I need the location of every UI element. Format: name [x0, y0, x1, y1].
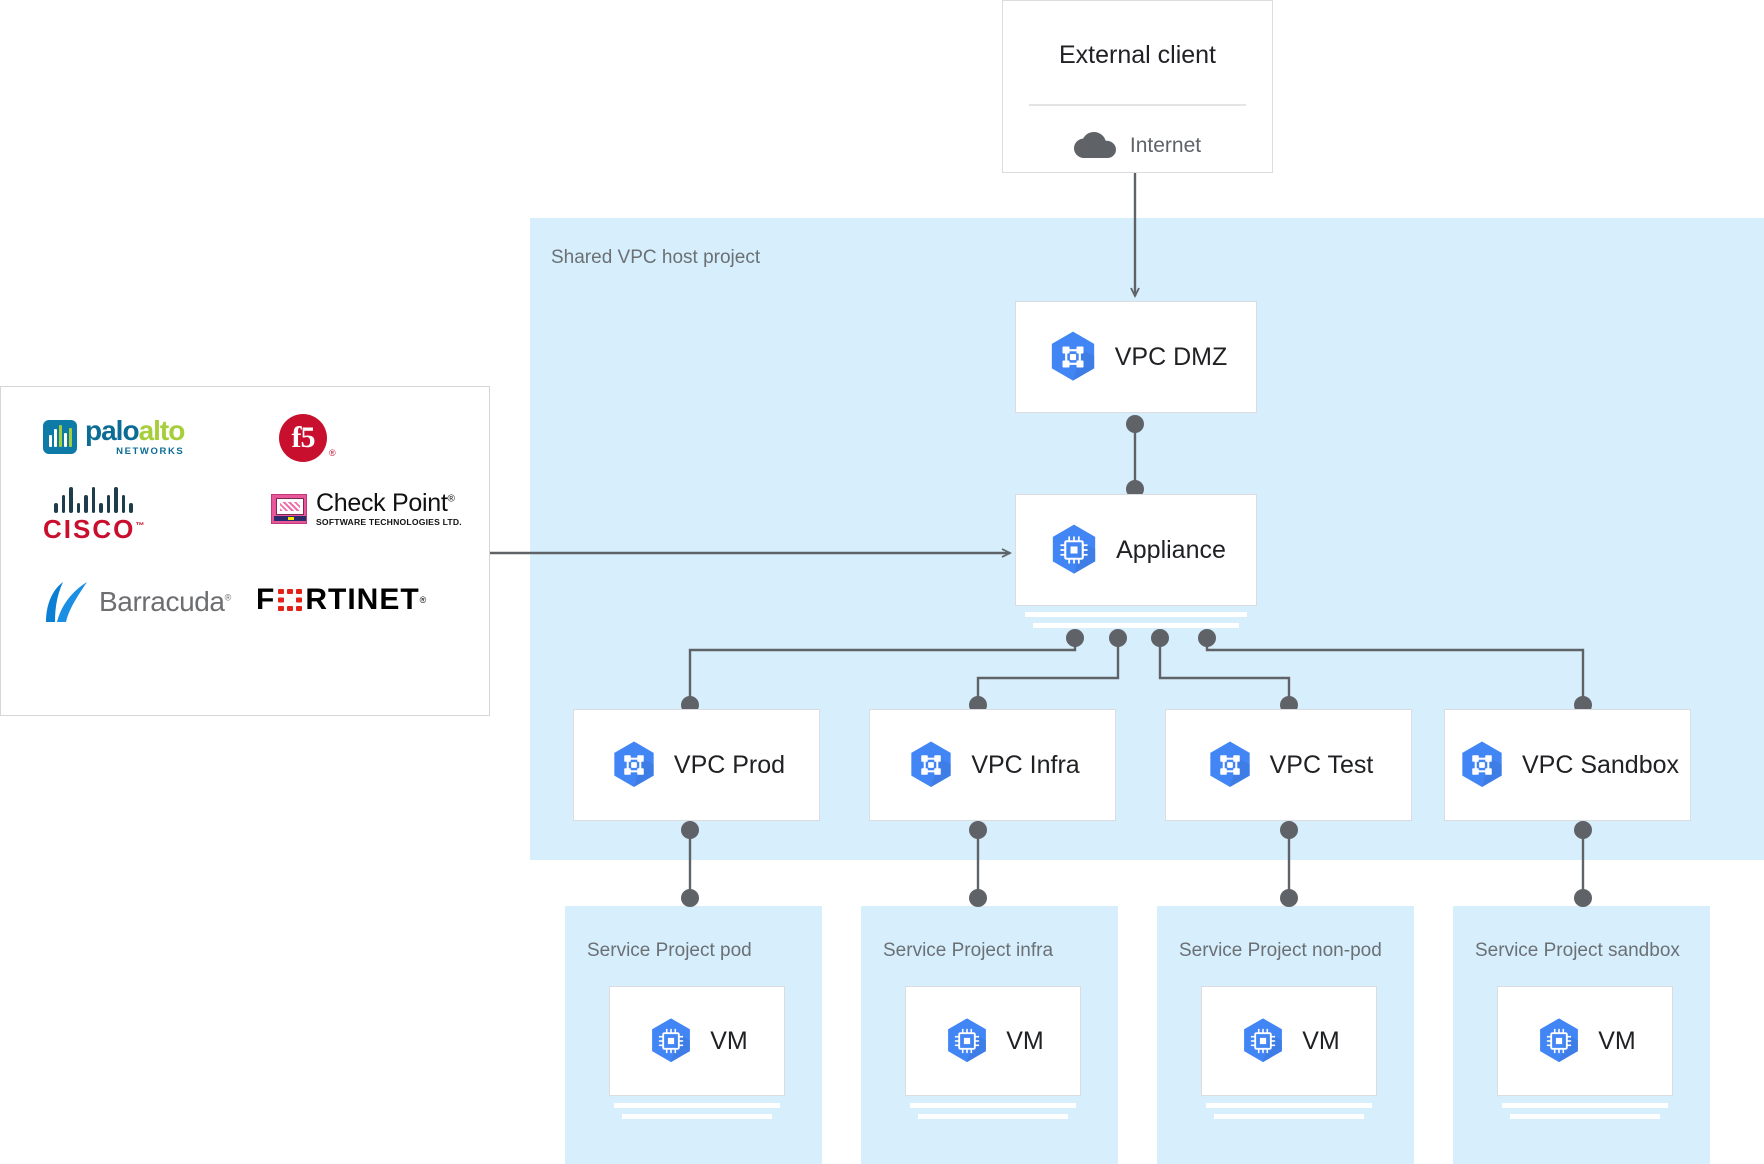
- vm-chip-icon: [1534, 1016, 1584, 1066]
- checkpoint-name: Check Point: [316, 489, 448, 517]
- appliance-node[interactable]: Appliance: [1015, 494, 1257, 606]
- vpc-infra-label: VPC Infra: [971, 750, 1080, 779]
- vendor-logo-cisco: CISCO™: [43, 487, 144, 542]
- vendor-logo-fortinet: F RTINET ®: [256, 585, 426, 615]
- fortinet-registered-mark: ®: [419, 595, 427, 605]
- stack-line: [1025, 612, 1247, 617]
- stack-line: [910, 1103, 1076, 1108]
- cloud-icon: [1073, 132, 1116, 159]
- barracuda-name: Barracuda: [99, 586, 225, 617]
- vpc-dmz-node[interactable]: VPC DMZ: [1015, 301, 1257, 413]
- service-project-label: Service Project infra: [883, 940, 1054, 961]
- fortinet-o-icon: [277, 588, 303, 612]
- cisco-name: CISCO: [43, 514, 136, 544]
- vpc-network-icon: [1204, 739, 1256, 791]
- vpc-sandbox-node[interactable]: VPC Sandbox: [1444, 709, 1691, 821]
- paloalto-mark-icon: [43, 419, 77, 454]
- stack-line: [1206, 1103, 1372, 1108]
- vendor-logo-paloalto: paloalto NETWORKS: [43, 415, 186, 457]
- vm-chip-icon: [646, 1016, 696, 1066]
- vendor-appliance-panel: paloalto NETWORKS f5 ® CISCO™: [0, 386, 490, 716]
- vendor-logo-barracuda: Barracuda®: [43, 581, 231, 623]
- stack-line: [1033, 623, 1239, 628]
- shared-vpc-label: Shared VPC host project: [551, 247, 761, 268]
- vpc-network-icon: [1045, 329, 1101, 385]
- stack-line: [918, 1114, 1068, 1119]
- divider: [1029, 104, 1246, 106]
- service-project-label: Service Project sandbox: [1475, 940, 1680, 961]
- vendor-logo-checkpoint: Check Point® SOFTWARE TECHNOLOGIES LTD.: [271, 491, 462, 527]
- vpc-prod-label: VPC Prod: [673, 750, 786, 779]
- vm-label: VM: [1598, 1026, 1636, 1055]
- barracuda-fin-icon: [43, 581, 89, 623]
- vpc-network-icon: [1456, 739, 1508, 791]
- vm-node-sandbox[interactable]: VM: [1497, 986, 1673, 1096]
- stack-line: [1510, 1114, 1660, 1119]
- service-project-label: Service Project pod: [587, 940, 752, 961]
- fortinet-name-pre: F: [256, 583, 276, 616]
- internet-label: Internet: [1129, 133, 1202, 157]
- service-project-label: Service Project non-pod: [1179, 940, 1382, 961]
- vm-node-infra[interactable]: VM: [905, 986, 1081, 1096]
- vpc-sandbox-label: VPC Sandbox: [1521, 750, 1680, 779]
- vendor-logo-f5: f5 ®: [279, 414, 336, 462]
- external-client-title: External client: [1058, 41, 1217, 69]
- checkpoint-computer-icon: [271, 493, 307, 524]
- stack-line: [1214, 1114, 1364, 1119]
- fortinet-name-post: RTINET: [305, 583, 420, 616]
- paloalto-name-part1: palo: [85, 415, 140, 446]
- vm-chip-icon: [1238, 1016, 1288, 1066]
- checkpoint-registered-mark: ®: [447, 493, 455, 505]
- vm-label: VM: [1302, 1026, 1340, 1055]
- external-client-card: External client Internet: [1002, 0, 1273, 173]
- vm-chip-icon: [1046, 522, 1102, 578]
- stack-line: [614, 1103, 780, 1108]
- vpc-dmz-label: VPC DMZ: [1114, 342, 1228, 371]
- vm-node-pod[interactable]: VM: [609, 986, 785, 1096]
- barracuda-registered-mark: ®: [224, 592, 232, 603]
- vpc-prod-node[interactable]: VPC Prod: [573, 709, 820, 821]
- paloalto-tagline: NETWORKS: [116, 446, 185, 457]
- cisco-bridge-icon: [54, 487, 133, 513]
- cisco-trademark: ™: [135, 520, 145, 531]
- checkpoint-tagline: SOFTWARE TECHNOLOGIES LTD.: [316, 517, 462, 527]
- vpc-infra-node[interactable]: VPC Infra: [869, 709, 1116, 821]
- stack-line: [1502, 1103, 1668, 1108]
- vm-label: VM: [1006, 1026, 1044, 1055]
- stack-line: [622, 1114, 772, 1119]
- vm-node-non-pod[interactable]: VM: [1201, 986, 1377, 1096]
- vpc-test-node[interactable]: VPC Test: [1165, 709, 1412, 821]
- f5-mark-icon: f5: [279, 414, 327, 462]
- paloalto-name-part2: alto: [138, 415, 186, 446]
- vpc-network-icon: [905, 739, 957, 791]
- vm-label: VM: [710, 1026, 748, 1055]
- vpc-network-icon: [608, 739, 660, 791]
- vm-chip-icon: [942, 1016, 992, 1066]
- f5-registered-mark: ®: [329, 448, 336, 458]
- appliance-label: Appliance: [1116, 535, 1226, 564]
- vpc-test-label: VPC Test: [1269, 750, 1374, 779]
